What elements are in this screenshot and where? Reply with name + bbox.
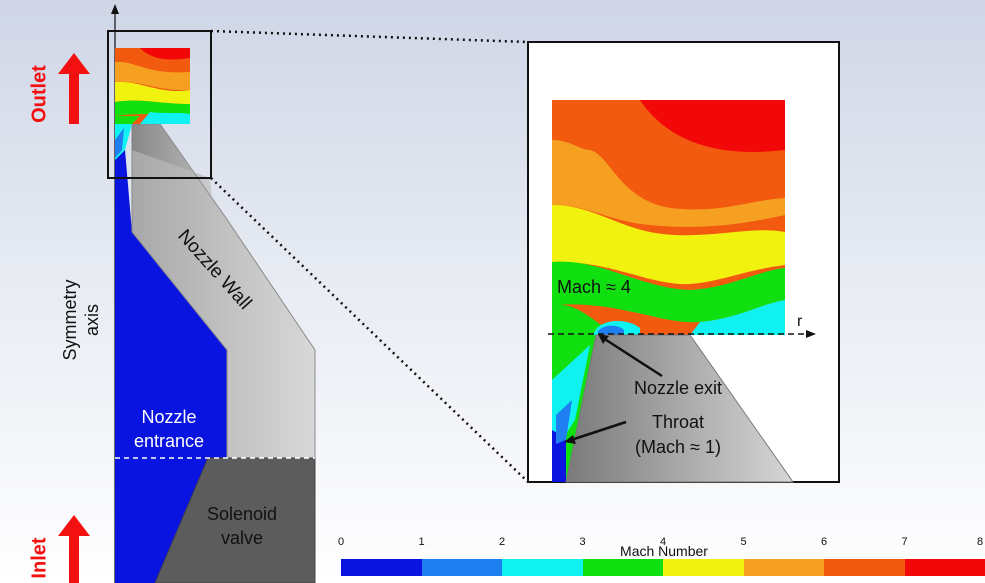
colorbar-tick-label: 8 (976, 536, 984, 548)
symmetry-axis-label-2: axis (82, 304, 102, 336)
outlet-arrow (58, 53, 90, 124)
colorbar-segment (743, 559, 824, 576)
r-axis-label: r (797, 313, 803, 330)
colorbar-tick-label: 3 (579, 536, 586, 548)
solenoid-valve-label-1: Solenoid (207, 504, 277, 524)
colorbar-segment (421, 559, 502, 576)
colorbar-segment (824, 559, 905, 576)
colorbar (341, 559, 985, 576)
colorbar-segment (663, 559, 744, 576)
colorbar-tick-label: 7 (901, 536, 908, 548)
colorbar-tick-label: 4 (659, 536, 667, 548)
nozzle-exit-label: Nozzle exit (634, 378, 722, 398)
colorbar-tick-label: 1 (418, 536, 425, 548)
throat-label-2: (Mach ≈ 1) (635, 437, 721, 457)
colorbar-tick-label: 6 (820, 536, 828, 548)
fluid-region (115, 150, 227, 583)
zoom-connector-top (210, 29, 529, 44)
zoom-nozzle-wall (565, 334, 794, 483)
inlet-arrow (58, 515, 90, 583)
nozzle-wall-tip (132, 124, 212, 198)
small-contour-plot (115, 48, 190, 124)
outlet-label: Outlet (28, 65, 50, 123)
colorbar-segment (502, 559, 583, 576)
nozzle-exit-arrow (598, 334, 663, 378)
inlet-label: Inlet (28, 537, 50, 578)
colorbar-tick-label: 2 (498, 536, 506, 548)
zoom-selection-box (107, 30, 212, 179)
nozzle-entrance-label-2: entrance (134, 431, 204, 451)
symmetry-axis-label-1: Symmetry (60, 280, 80, 361)
mach-4-label: Mach ≈ 4 (557, 277, 631, 297)
zoom-contour-plot (552, 100, 785, 335)
r-axis-arrow (548, 330, 816, 338)
zoom-connector-bottom (210, 177, 529, 483)
colorbar-tick-label: 0 (337, 536, 345, 548)
throat-arrow (564, 420, 627, 444)
colorbar-segment (341, 559, 422, 576)
colorbar-segment (582, 559, 663, 576)
colorbar-tick-label: 5 (740, 536, 747, 548)
nozzle-entrance-label-1: Nozzle (141, 407, 196, 427)
throat-label-1: Throat (652, 412, 704, 432)
colorbar-segment (904, 559, 985, 576)
solenoid-valve-label-2: valve (221, 528, 263, 548)
colorbar-title: Mach Number (620, 543, 708, 559)
